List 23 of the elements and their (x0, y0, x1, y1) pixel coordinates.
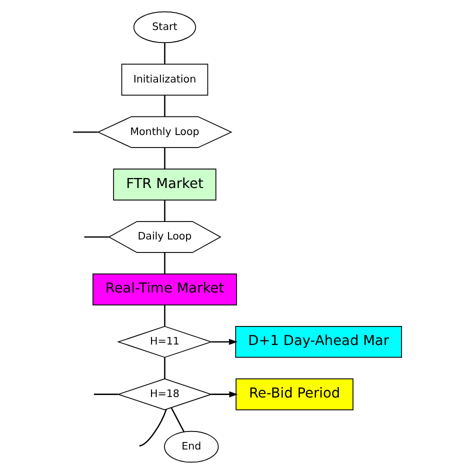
connector (164, 357, 166, 379)
node-box: FTR Market (113, 168, 216, 200)
connector (164, 304, 166, 326)
node-diamond: H=18 (117, 378, 212, 410)
arrow (211, 391, 238, 398)
connector (164, 252, 166, 274)
connector (139, 409, 167, 446)
connector (94, 394, 118, 395)
node-diamond: H=11 (117, 326, 212, 358)
connector (164, 148, 166, 169)
node-ellipse: Start (133, 11, 196, 44)
connector (73, 131, 98, 133)
connector (164, 42, 166, 64)
node-box: Initialization (121, 64, 208, 96)
connector (170, 407, 184, 432)
connector (164, 200, 166, 222)
node-box: Re-Bid Period (236, 378, 354, 410)
connector (164, 95, 166, 116)
connector (84, 236, 110, 238)
node-box: Real-Time Market (92, 274, 237, 306)
arrow (211, 338, 238, 345)
node-box: D+1 Day-Ahead Mar (235, 326, 402, 358)
node-ellipse: End (164, 430, 219, 463)
